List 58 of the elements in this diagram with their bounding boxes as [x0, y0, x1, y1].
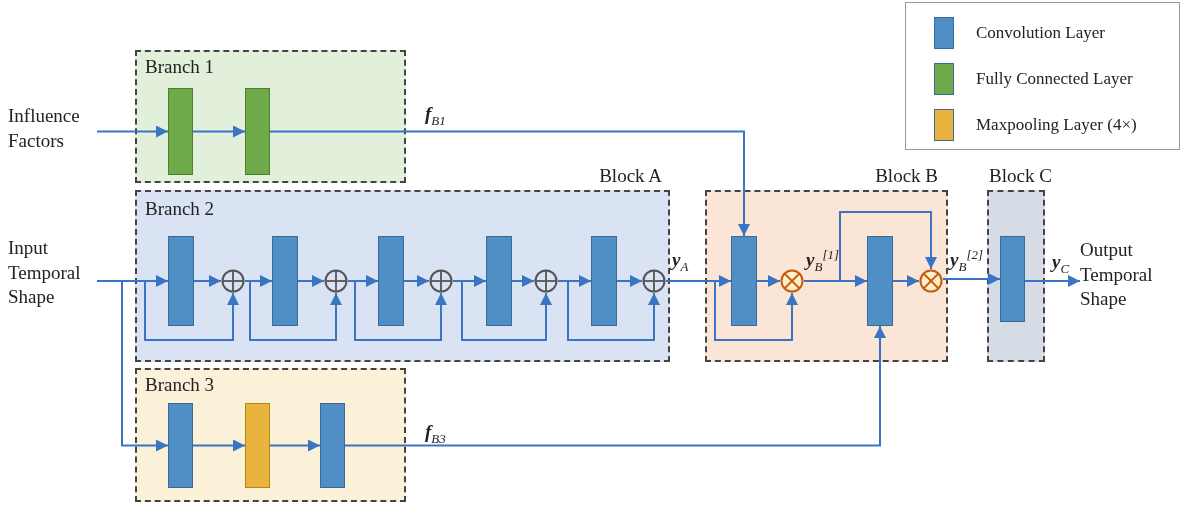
multiply-symbol — [780, 269, 804, 293]
arrow — [756, 275, 781, 287]
arrow — [616, 275, 643, 287]
edge-label: y$_{A}$ — [672, 250, 689, 273]
convolution-layer — [867, 236, 893, 326]
sum-symbol — [324, 269, 348, 293]
arrow — [803, 211, 937, 282]
convolution-layer — [1000, 236, 1025, 322]
edge-label: y$_{C}$ — [1052, 252, 1070, 275]
arrow — [192, 125, 246, 138]
arrow — [347, 280, 447, 341]
arrow — [1024, 275, 1081, 287]
fully-connected-layer — [168, 88, 193, 175]
edge-label: f$_{B3}$ — [425, 422, 446, 445]
convolution-layer — [591, 236, 617, 326]
arrow — [452, 280, 552, 341]
group-title: Branch 2 — [145, 198, 215, 220]
legend-label: Convolution Layer — [976, 23, 1105, 43]
multiply-symbol — [919, 269, 943, 293]
io-label: Input Temporal Shape — [8, 236, 82, 310]
convolution-layer — [168, 236, 194, 326]
convolution-layer — [731, 236, 757, 326]
convolution-layer — [378, 236, 404, 326]
sum-symbol — [534, 269, 558, 293]
arrow — [297, 275, 325, 287]
arrow — [344, 325, 886, 447]
group-title: Block C — [989, 165, 1052, 187]
sum-symbol — [429, 269, 453, 293]
group-title: Block A — [599, 165, 662, 187]
convolution-layer — [486, 236, 512, 326]
group-title: Branch 1 — [145, 56, 215, 78]
arrow — [269, 130, 750, 237]
arrow — [192, 439, 246, 452]
arrow — [96, 125, 169, 138]
io-label: Output Temporal Shape — [1080, 238, 1154, 312]
dashed-group-panel — [135, 50, 406, 183]
sum-symbol — [642, 269, 666, 293]
group-title: Block B — [875, 165, 938, 187]
io-label: Influence Factors — [8, 104, 81, 153]
arrow — [511, 275, 535, 287]
arrow — [193, 275, 222, 287]
fully-connected-layer — [245, 88, 270, 175]
sum-symbol — [221, 269, 245, 293]
arrow — [557, 280, 660, 341]
convolution-layer — [168, 403, 193, 488]
edge-label: f$_{B1}$ — [425, 104, 446, 127]
arrow — [96, 280, 169, 452]
arrow — [892, 275, 920, 287]
arrow — [942, 273, 1001, 285]
arrow — [269, 439, 321, 452]
convolution-layer — [320, 403, 345, 488]
dashed-group-panel — [135, 368, 406, 502]
convolution-layer — [272, 236, 298, 326]
arrow — [403, 275, 430, 287]
legend-label: Maxpooling Layer (4×) — [976, 115, 1137, 135]
maxpooling-layer — [245, 403, 270, 488]
group-title: Branch 3 — [145, 374, 215, 396]
legend-label: Fully Connected Layer — [976, 69, 1133, 89]
